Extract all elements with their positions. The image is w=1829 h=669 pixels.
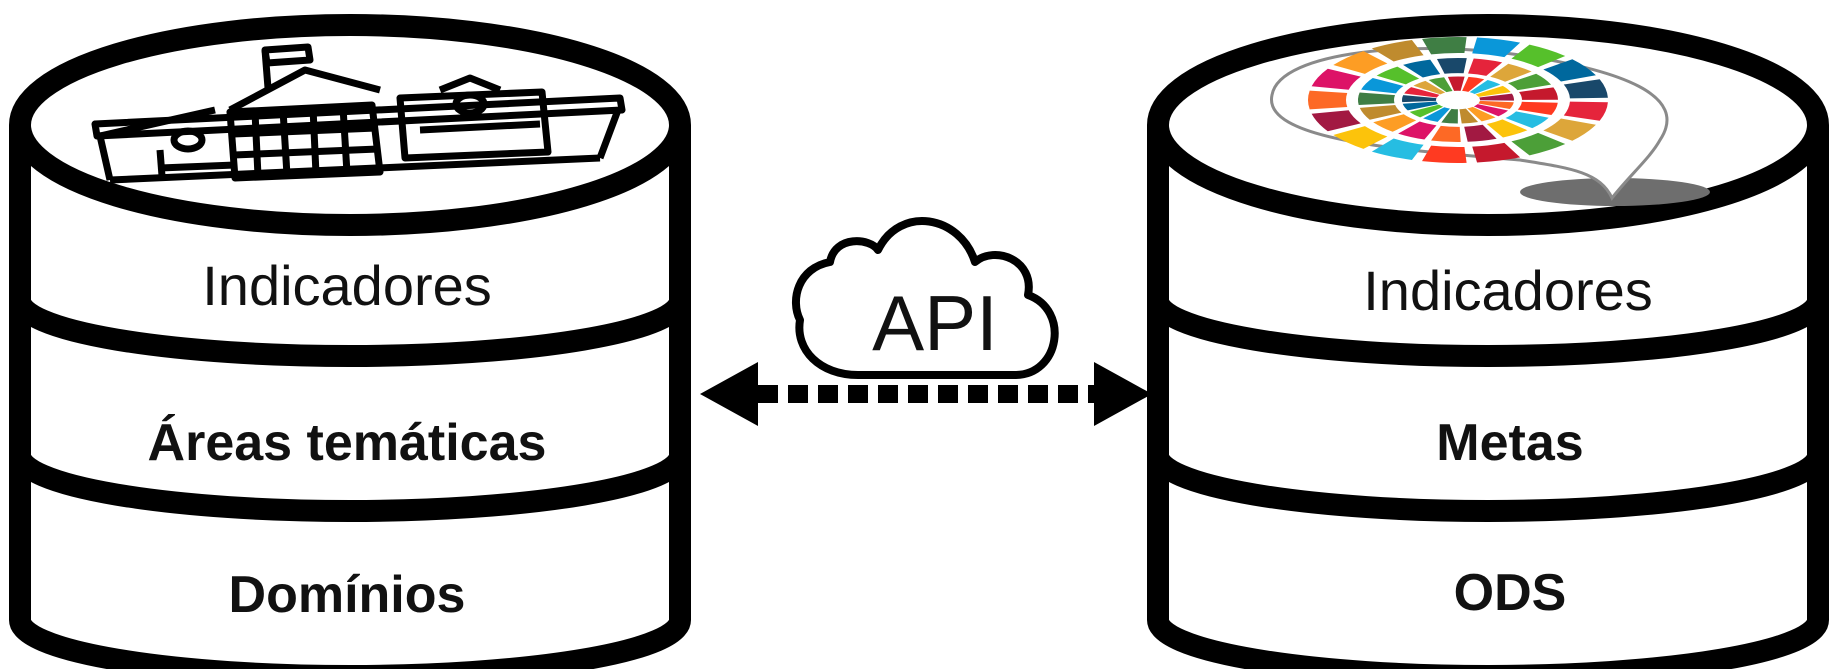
sdg-wheel-segment: [1404, 87, 1440, 98]
sdg-wheel-segment: [1441, 108, 1458, 124]
sdg-wheel-segment: [1359, 105, 1402, 120]
sdg-wheel-segment: [1333, 51, 1388, 74]
sdg-wheel-segment: [1511, 132, 1566, 156]
cloud-icon: [792, 217, 1059, 379]
sdg-wheel-segment: [1462, 76, 1485, 92]
sdg-wheel-segment: [1464, 124, 1497, 142]
sdg-wheel-segment: [1469, 80, 1501, 94]
sdg-wheel-segment: [1422, 37, 1467, 55]
api-label: API: [872, 279, 998, 367]
left-database: Indicadores Áreas temáticas Domínios: [9, 14, 691, 669]
sdg-wheel-segment: [1543, 118, 1596, 141]
sdg-wheel-segment: [1402, 95, 1437, 103]
left-layer-1-label: Indicadores: [202, 254, 492, 317]
sdg-wheel-segment: [1311, 110, 1361, 132]
sdg-wheel-segment: [1563, 101, 1608, 121]
sdg-wheel-segment: [1473, 104, 1509, 117]
right-db-separator-2: [1147, 453, 1829, 522]
left-layer-3-label: Domínios: [229, 566, 466, 624]
right-layer-3-label: ODS: [1454, 564, 1567, 622]
building-icon: [91, 43, 626, 184]
left-layer-2-label: Áreas temáticas: [148, 414, 547, 472]
sdg-wheel-segment: [1436, 58, 1467, 74]
sdg-wheel-pin-icon: [1270, 37, 1710, 206]
sdg-wheel-segment: [1402, 101, 1439, 111]
sdg-wheel-segment: [1423, 107, 1450, 122]
sdg-wheel-segment: [1490, 63, 1532, 82]
sdg-wheel-segment: [1447, 76, 1465, 91]
sdg-wheel-segment: [1371, 138, 1424, 160]
sdg-wheel-segment: [1472, 37, 1521, 58]
sdg-wheel-segment: [1398, 121, 1437, 140]
right-layer-2-label: Metas: [1436, 414, 1583, 472]
left-db-separator-1: [9, 298, 691, 367]
api-connector: API: [700, 217, 1152, 426]
sdg-wheel-segment: [1376, 66, 1420, 85]
sdg-wheel-segment: [1422, 145, 1467, 163]
sdg-wheel-segment: [1403, 59, 1441, 78]
sdg-wheel-segment: [1543, 59, 1596, 82]
sdg-wheel: [1307, 37, 1608, 163]
arrow-left-icon: [700, 362, 758, 426]
sdg-wheel-segment: [1478, 100, 1514, 110]
sdg-wheel-segment: [1333, 126, 1388, 149]
sdg-wheel-segment: [1358, 92, 1396, 106]
sdg-wheel-segment: [1409, 104, 1444, 118]
sdg-wheel-segment: [1428, 77, 1453, 93]
sdg-wheel-segment: [1511, 44, 1566, 68]
sdg-wheel-segment: [1563, 79, 1608, 99]
left-db-separator-2: [9, 453, 691, 522]
sdg-wheel-segment: [1413, 80, 1446, 95]
sdg-wheel-segment: [1508, 73, 1552, 91]
sdg-wheel-segment: [1468, 58, 1503, 76]
sdg-wheel-segment: [1371, 40, 1424, 62]
sdg-wheel-segment: [1472, 142, 1521, 163]
sdg-wheel-segment: [1505, 111, 1549, 129]
sdg-wheel-segment: [1467, 106, 1496, 122]
sdg-wheel-segment: [1311, 68, 1361, 90]
sdg-wheel-segment: [1475, 85, 1511, 97]
right-layer-1-label: Indicadores: [1363, 259, 1653, 322]
right-db-body: [1147, 125, 1829, 669]
right-db-separator-1: [1147, 298, 1829, 367]
sdg-wheel-segment: [1519, 87, 1558, 100]
sdg-wheel-segment: [1486, 119, 1528, 138]
sdg-wheel-segment: [1459, 108, 1479, 124]
sdg-wheel-segment: [1307, 90, 1348, 110]
arrow-right-icon: [1094, 362, 1152, 426]
sdg-wheel-segment: [1361, 78, 1404, 94]
left-db-body: [9, 125, 691, 669]
sdg-wheel-segment: [1373, 114, 1417, 132]
sdg-wheel-segment: [1517, 101, 1558, 115]
sdg-wheel-segment: [1479, 93, 1514, 101]
sdg-wheel-segment: [1431, 125, 1461, 142]
right-database: Indicadores Metas ODS: [1147, 14, 1829, 669]
